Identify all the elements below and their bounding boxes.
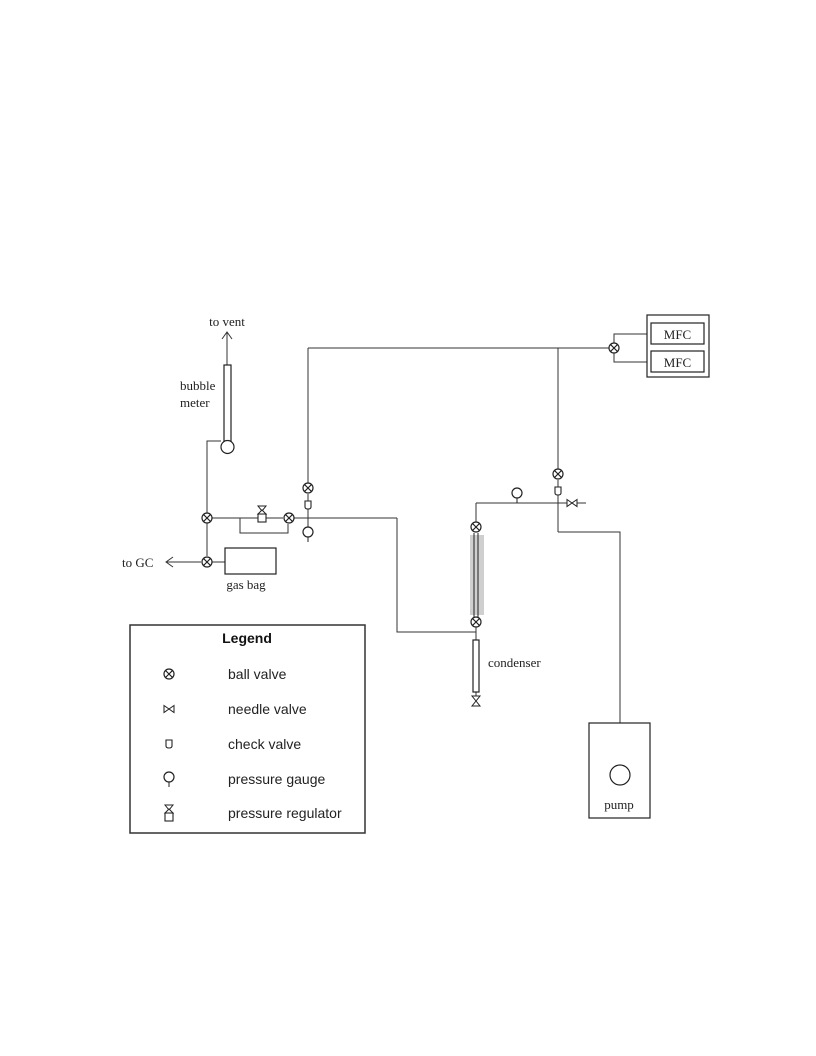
left-ball-valve-icon bbox=[302, 482, 314, 494]
to-gc-label: to GC bbox=[122, 555, 153, 570]
legend-box bbox=[129, 624, 366, 834]
condenser bbox=[472, 639, 480, 693]
outlet-needle-valve-icon bbox=[566, 499, 578, 507]
legend-item-check-valve: check valve bbox=[228, 736, 301, 752]
mfc-top-box bbox=[650, 322, 705, 345]
bubble-meter-label-line1: bubble bbox=[180, 378, 216, 393]
mfc-bottom-box bbox=[650, 350, 705, 373]
legend-item-pressure-regulator: pressure regulator bbox=[228, 805, 342, 821]
legend-check-valve-icon bbox=[165, 739, 173, 749]
legend-ball-valve-icon bbox=[163, 668, 175, 680]
left-pressure-gauge-icon bbox=[302, 526, 314, 543]
to-vent-label: to vent bbox=[209, 314, 245, 329]
reactor-top-ball-valve-icon bbox=[470, 521, 482, 533]
bubble-meter-label-line2: meter bbox=[180, 395, 210, 410]
condenser-drain-needle-valve-icon bbox=[470, 695, 482, 707]
pump-label: pump bbox=[604, 797, 634, 812]
trunk-ball-valve-icon bbox=[201, 512, 213, 524]
left-check-valve-icon bbox=[304, 500, 312, 510]
legend-title: Legend bbox=[222, 630, 272, 646]
gas-bag-label: gas bag bbox=[226, 577, 266, 592]
vent-arrow-icon bbox=[221, 331, 233, 340]
mfc-top-label: MFC bbox=[664, 327, 691, 342]
bubble-meter bbox=[220, 364, 235, 455]
legend-item-ball-valve: ball valve bbox=[228, 666, 287, 682]
reactor-bottom-ball-valve-icon bbox=[470, 616, 482, 628]
mfc-ball-valve-icon bbox=[608, 342, 620, 354]
pressure-regulator-icon bbox=[257, 505, 267, 523]
condenser-label: condenser bbox=[488, 655, 541, 670]
gc-arrow-icon bbox=[165, 556, 174, 568]
legend: Legend ball valve needle valve check val… bbox=[129, 624, 366, 834]
pipe-network bbox=[166, 332, 651, 765]
legend-item-pressure-gauge: pressure gauge bbox=[228, 771, 326, 787]
legend-item-needle-valve: needle valve bbox=[228, 701, 307, 717]
reactor-column bbox=[470, 533, 484, 617]
pump bbox=[588, 722, 651, 819]
gas-bag bbox=[224, 547, 277, 575]
mfc-unit: MFC MFC bbox=[646, 314, 710, 378]
reactor-pressure-gauge-icon bbox=[511, 487, 523, 503]
mfc-bottom-label: MFC bbox=[664, 355, 691, 370]
right-ball-valve-icon bbox=[552, 468, 564, 480]
gc-ball-valve-icon bbox=[201, 556, 213, 568]
right-check-valve-icon bbox=[554, 486, 562, 496]
main-line-ball-valve-icon bbox=[283, 512, 295, 524]
